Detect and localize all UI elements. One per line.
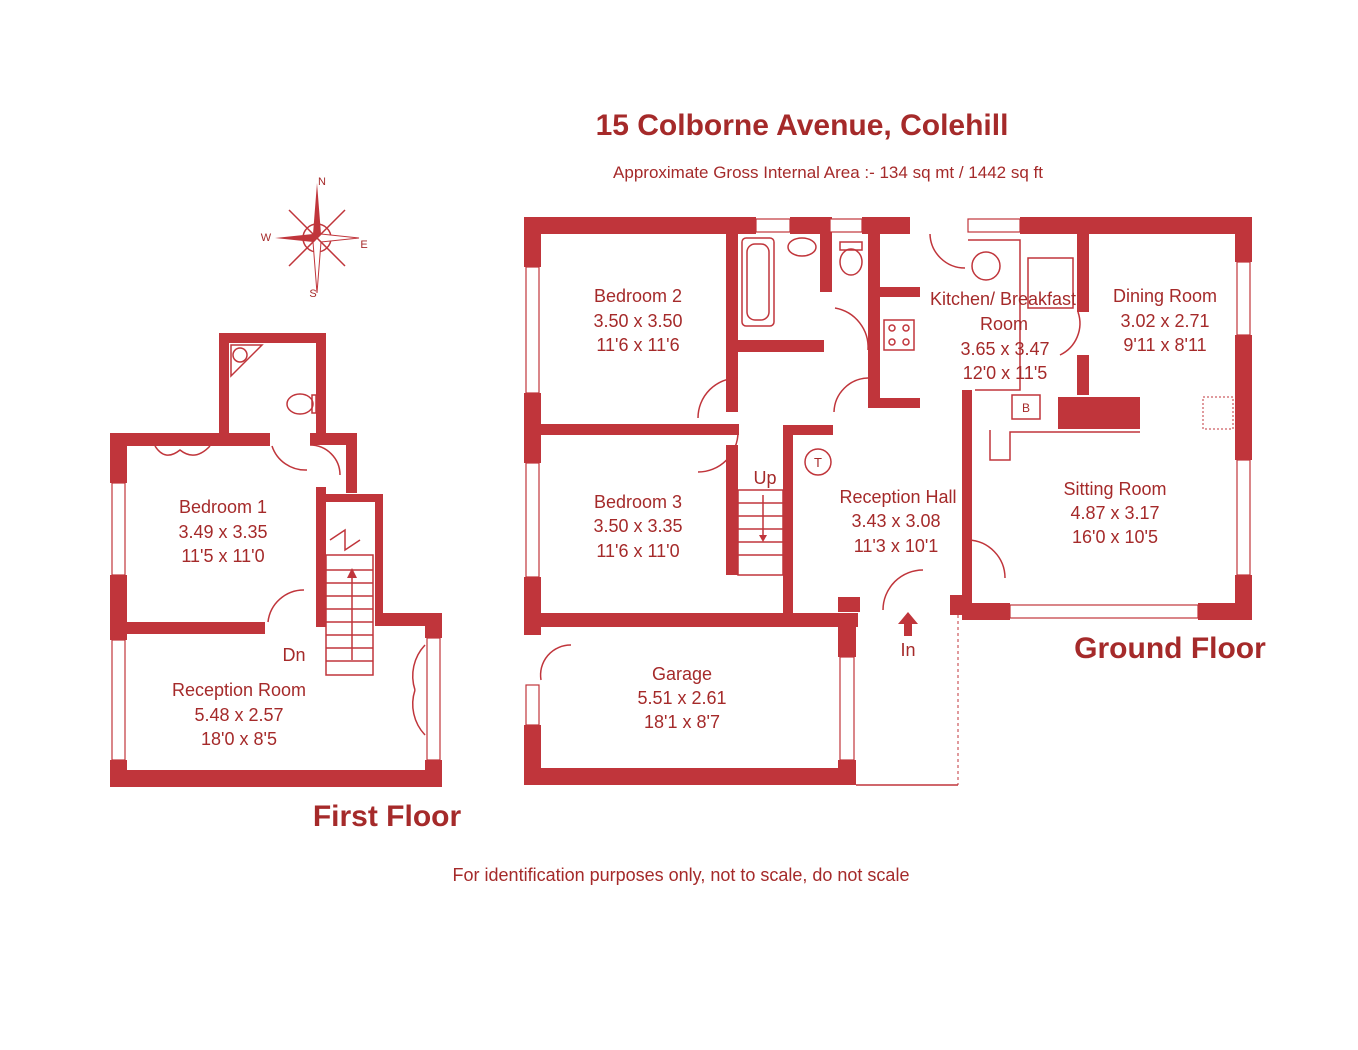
compass-icon xyxy=(275,183,360,294)
up-marker: Up xyxy=(753,468,776,488)
kitchen-name: Kitchen/ Breakfast xyxy=(930,289,1076,309)
reception-hall-name: Reception Hall xyxy=(839,487,956,507)
first-floor-walls xyxy=(110,333,442,787)
stairs-first xyxy=(325,528,374,676)
in-marker: In xyxy=(900,640,915,660)
reception-hall-metric: 3.43 x 3.08 xyxy=(851,511,940,531)
toilet-icon-first xyxy=(286,393,314,415)
toilet-icon xyxy=(839,248,863,276)
bedroom2-metric: 3.50 x 3.50 xyxy=(593,311,682,331)
gross-area: Approximate Gross Internal Area :- 134 s… xyxy=(613,163,1043,182)
shower-icon xyxy=(230,344,264,378)
garage-metric: 5.51 x 2.61 xyxy=(637,688,726,708)
compass-w: W xyxy=(261,232,272,244)
first-floor-windows xyxy=(111,482,441,761)
kitchen-name-2: Room xyxy=(980,314,1028,334)
ground-floor-fittings: B T xyxy=(539,233,1234,786)
bath-icon xyxy=(741,237,775,327)
reception-room-metric: 5.48 x 2.57 xyxy=(194,705,283,725)
bedroom3-name: Bedroom 3 xyxy=(594,492,682,512)
garage-imperial: 18'1 x 8'7 xyxy=(644,712,720,732)
compass-e: E xyxy=(360,239,367,251)
sitting-imperial: 16'0 x 10'5 xyxy=(1072,527,1158,547)
bedroom2-name: Bedroom 2 xyxy=(594,286,682,306)
bedroom2-imperial: 11'6 x 11'6 xyxy=(596,335,679,355)
garage-name: Garage xyxy=(652,664,712,684)
hob-icon xyxy=(883,319,915,351)
reception-hall-imperial: 11'3 x 10'1 xyxy=(854,536,939,556)
ground-floor-title: Ground Floor xyxy=(1074,632,1266,665)
entry-arrow-icon xyxy=(898,612,918,636)
reception-room-name: Reception Room xyxy=(172,680,306,700)
dining-metric: 3.02 x 2.71 xyxy=(1120,311,1209,331)
sitting-name: Sitting Room xyxy=(1063,479,1166,499)
boiler-marker: B xyxy=(1022,401,1030,415)
kitchen-metric: 3.65 x 3.47 xyxy=(960,339,1049,359)
bedroom1-imperial: 11'5 x 11'0 xyxy=(181,546,264,566)
ground-floor-windows xyxy=(525,218,1251,761)
bedroom1-metric: 3.49 x 3.35 xyxy=(178,522,267,542)
bedroom3-metric: 3.50 x 3.35 xyxy=(593,516,682,536)
basin-icon xyxy=(787,237,817,257)
ground-floor-walls xyxy=(524,217,1252,785)
sitting-metric: 4.87 x 3.17 xyxy=(1070,503,1159,523)
bedroom1-name: Bedroom 1 xyxy=(179,497,267,517)
compass-s: S xyxy=(309,288,316,300)
dining-name: Dining Room xyxy=(1113,286,1217,306)
compass-n: N xyxy=(318,176,326,188)
dn-marker: Dn xyxy=(282,645,305,665)
disclaimer: For identification purposes only, not to… xyxy=(453,865,910,885)
reception-room-imperial: 18'0 x 8'5 xyxy=(201,729,277,749)
bedroom3-imperial: 11'6 x 11'0 xyxy=(596,541,679,561)
property-title: 15 Colborne Avenue, Colehill xyxy=(596,109,1009,142)
stairs-ground xyxy=(737,489,784,576)
first-floor-fittings xyxy=(154,344,426,736)
dining-imperial: 9'11 x 8'11 xyxy=(1123,335,1206,355)
kitchen-imperial: 12'0 x 11'5 xyxy=(963,363,1048,383)
tank-marker: T xyxy=(814,455,822,470)
sink-icon xyxy=(971,251,1001,281)
first-floor-title: First Floor xyxy=(313,800,462,833)
